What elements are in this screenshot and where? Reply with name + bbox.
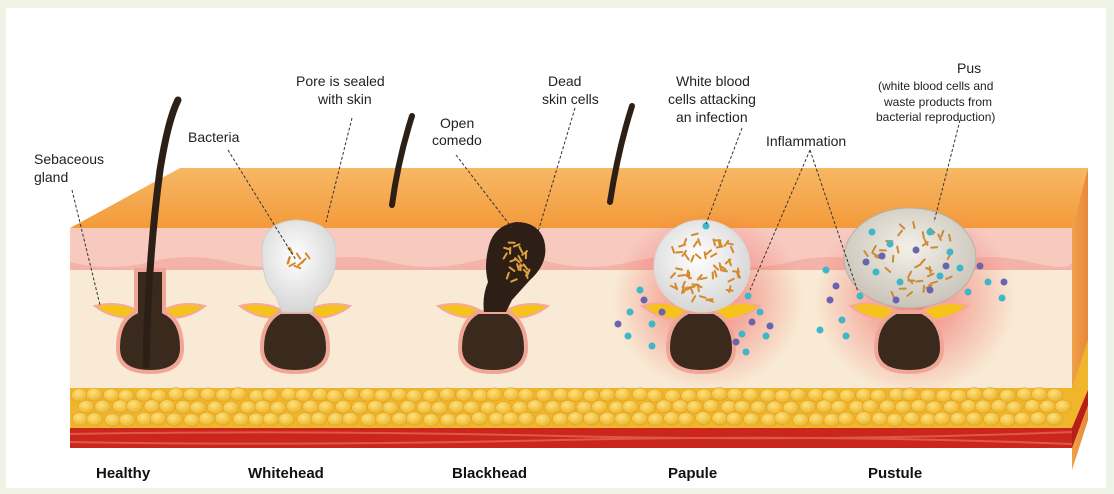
svg-text:gland: gland xyxy=(34,169,68,185)
label-white-blood: White blood cells attacking an infection xyxy=(668,73,756,125)
svg-text:Pore is sealed: Pore is sealed xyxy=(296,73,385,89)
svg-text:Sebaceous: Sebaceous xyxy=(34,151,104,167)
label-dead-skin: Dead skin cells xyxy=(542,73,599,107)
label-bacteria: Bacteria xyxy=(188,129,240,145)
svg-text:Pus: Pus xyxy=(957,60,981,76)
follicle-pustule xyxy=(876,312,942,372)
follicle-whitehead xyxy=(262,312,328,372)
stage-label-healthy: Healthy xyxy=(96,465,151,482)
svg-text:Open: Open xyxy=(440,115,474,131)
stage-label-blackhead: Blackhead xyxy=(452,465,527,482)
svg-text:bacterial reproduction): bacterial reproduction) xyxy=(876,110,995,124)
label-sebaceous-gland: Sebaceous gland xyxy=(34,151,104,185)
svg-text:skin cells: skin cells xyxy=(542,91,599,107)
label-open-comedo: Open comedo xyxy=(432,115,482,148)
svg-text:Dead: Dead xyxy=(548,73,581,89)
follicle-papule xyxy=(668,312,734,372)
muscle-layer xyxy=(70,428,1072,448)
stage-label-pustule: Pustule xyxy=(868,465,922,482)
label-inflammation: Inflammation xyxy=(766,133,846,149)
label-pore-sealed: Pore is sealed with skin xyxy=(296,73,385,107)
stage-label-whitehead: Whitehead xyxy=(248,465,324,482)
follicle-blackhead xyxy=(460,312,526,372)
papule-sac xyxy=(654,220,750,312)
stage-label-papule: Papule xyxy=(668,465,717,482)
svg-text:an infection: an infection xyxy=(676,109,748,125)
svg-text:with skin: with skin xyxy=(317,91,372,107)
svg-text:comedo: comedo xyxy=(432,132,482,148)
svg-text:cells attacking: cells attacking xyxy=(668,91,756,107)
svg-text:waste products from: waste products from xyxy=(883,95,992,109)
label-pus: Pus (white blood cells and waste product… xyxy=(876,60,995,124)
svg-text:(white blood cells and: (white blood cells and xyxy=(878,79,993,93)
svg-text:White blood: White blood xyxy=(676,73,750,89)
